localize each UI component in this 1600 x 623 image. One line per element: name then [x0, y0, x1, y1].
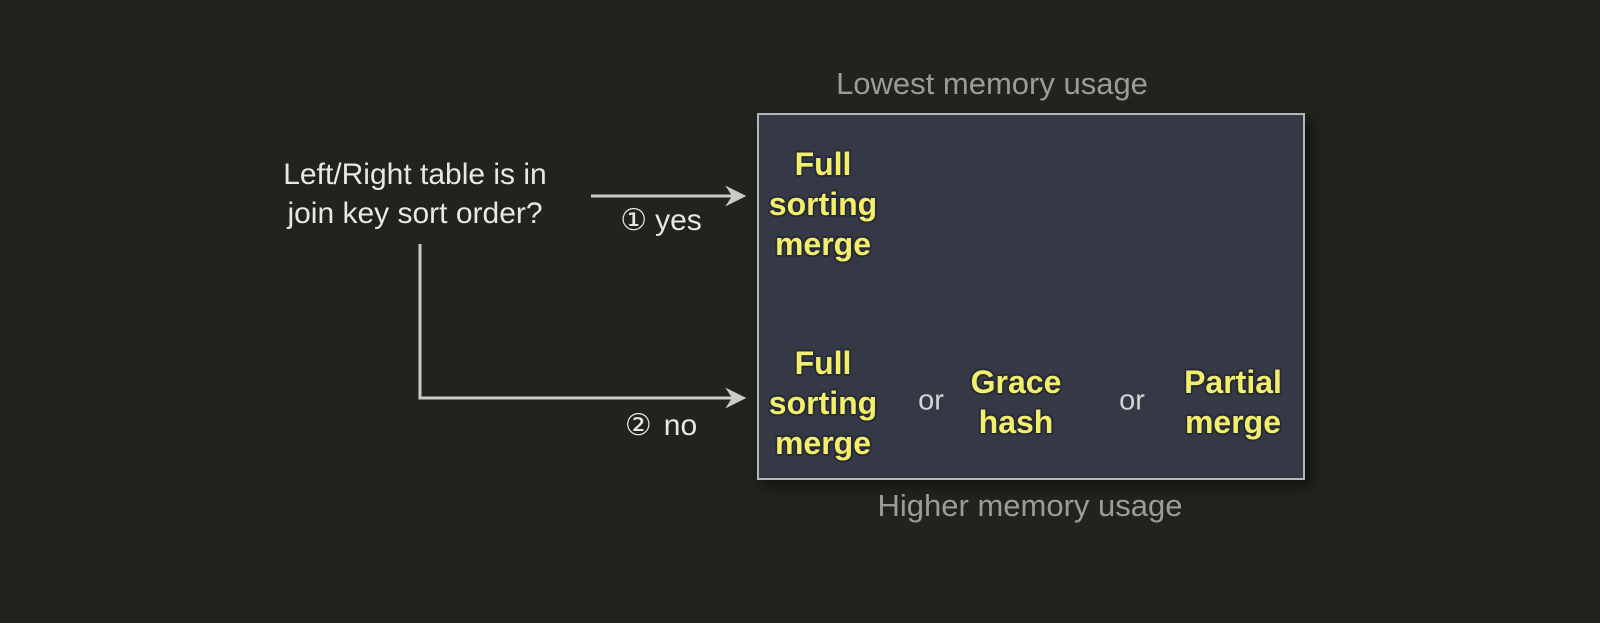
or-separator-1: or: [918, 384, 944, 417]
algorithm-grace-hash: Grace hash: [970, 364, 1062, 440]
algorithm-full-sorting-merge-sorted: Full sorting merge: [768, 146, 878, 262]
algorithms-box: Full sorting merge Full sorting merge or…: [757, 113, 1305, 480]
branch-no-text: no: [663, 409, 698, 442]
algorithm-full-sorting-merge-unsorted: Full sorting merge: [768, 345, 878, 461]
algorithm-partial-merge: Partial merge: [1184, 364, 1282, 440]
or-separator-2: or: [1119, 384, 1145, 417]
higher-memory-label: Higher memory usage: [877, 488, 1183, 523]
branch-no-label: ② no: [596, 408, 726, 443]
branch-yes-text: yes: [655, 204, 702, 237]
no-arrow: [418, 244, 747, 409]
question-text: Left/Right table is in join key sort ord…: [283, 158, 547, 230]
circled-one-marker: ①: [620, 204, 648, 237]
lowest-memory-label: Lowest memory usage: [836, 66, 1148, 101]
circled-two-marker: ②: [624, 409, 652, 442]
